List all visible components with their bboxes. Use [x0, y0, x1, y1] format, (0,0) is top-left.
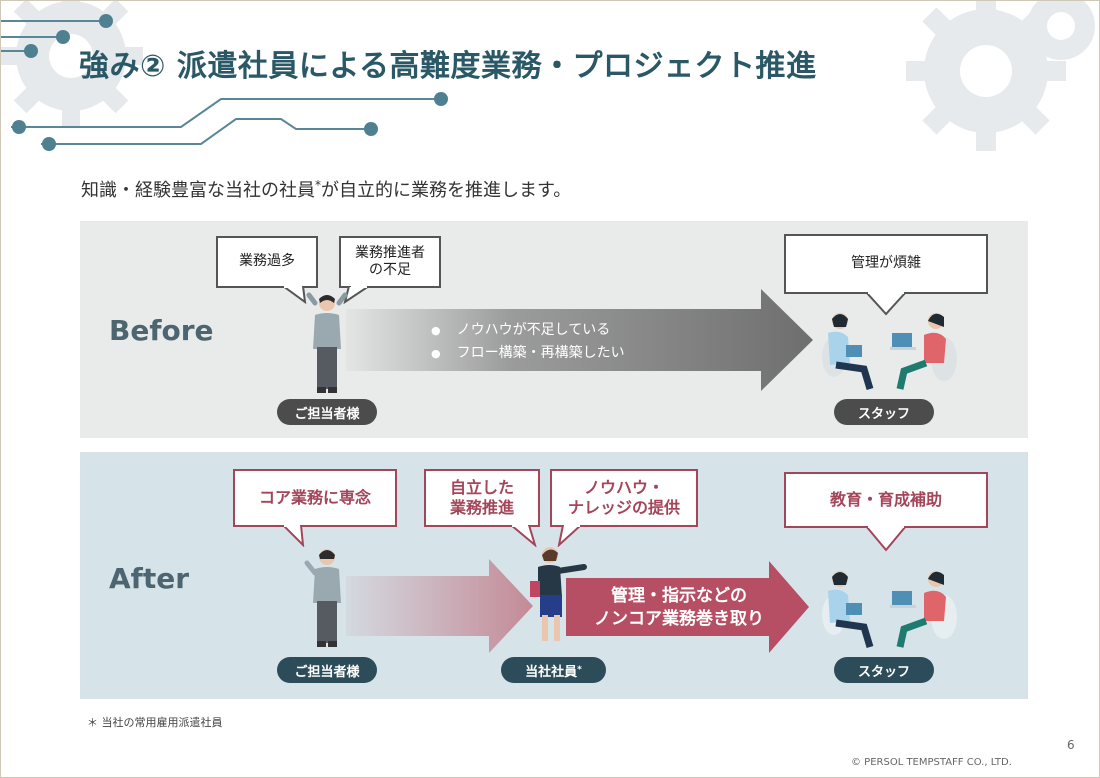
staff-tag-before: スタッフ	[834, 399, 934, 425]
employee-tag-mark: *	[577, 665, 582, 675]
before-label: Before	[109, 314, 214, 347]
employee-icon	[530, 547, 587, 641]
copyright: © PERSOL TEMPSTAFF CO., LTD.	[851, 757, 1012, 768]
footnote: ＊ 当社の常用雇用派遣社員	[87, 716, 223, 729]
bubble-complex: 管理が煩雑	[784, 234, 988, 294]
circuit-icon	[1, 20, 441, 145]
bubble-tail-icon	[281, 286, 307, 304]
person-icon	[304, 549, 341, 647]
bubble-tail-icon	[557, 525, 583, 547]
page-title: 強み② 派遣社員による高難度業務・プロジェクト推進	[79, 49, 817, 84]
employee-tag-text: 当社社員	[525, 664, 578, 680]
bullet-item: フロー構築・再構築したい	[431, 342, 625, 365]
bubble-tail-icon	[864, 292, 908, 316]
staff-icon	[822, 571, 957, 649]
subtitle-suffix: が自立的に業務を推進します。	[321, 180, 572, 201]
before-bullets: ノウハウが不足している フロー構築・再構築したい	[431, 319, 625, 365]
after-label: After	[109, 562, 190, 595]
bubble-autonomous: 自立した 業務推進	[424, 469, 540, 527]
staff-icon	[822, 313, 957, 391]
bubble-core: コア業務に専念	[233, 469, 397, 527]
person-icon	[306, 292, 348, 393]
bubble-knowhow: ノウハウ・ ナレッジの提供	[550, 469, 698, 527]
bubble-education: 教育・育成補助	[784, 472, 988, 528]
page-subtitle: 知識・経験豊富な当社の社員*が自立的に業務を推進します。	[81, 176, 571, 202]
bubble-overload: 業務過多	[216, 236, 318, 288]
client-tag-before: ご担当者様	[277, 399, 377, 425]
bubble-shortage: 業務推進者 の不足	[339, 236, 441, 288]
bubble-tail-icon	[281, 525, 305, 547]
circuit-node-icon	[12, 14, 448, 151]
after-arrow-2-icon	[566, 561, 809, 653]
client-tag-after: ご担当者様	[277, 657, 377, 683]
subtitle-mark: *	[315, 178, 321, 192]
decoration-layer	[1, 1, 1095, 151]
gear-icon	[906, 1, 1095, 151]
bubble-tail-icon	[864, 526, 908, 552]
subtitle-text: 知識・経験豊富な当社の社員	[81, 180, 315, 201]
staff-tag-after: スタッフ	[834, 657, 934, 683]
after-arrow-1-icon	[346, 559, 533, 653]
page-number: 6	[1067, 738, 1075, 752]
gear-icon	[1, 1, 143, 128]
arrow-text: 管理・指示などの ノンコア業務巻き取り	[594, 586, 764, 629]
bubble-tail-icon	[509, 525, 537, 547]
employee-tag: 当社社員*	[501, 657, 606, 683]
bullet-item: ノウハウが不足している	[431, 319, 625, 342]
